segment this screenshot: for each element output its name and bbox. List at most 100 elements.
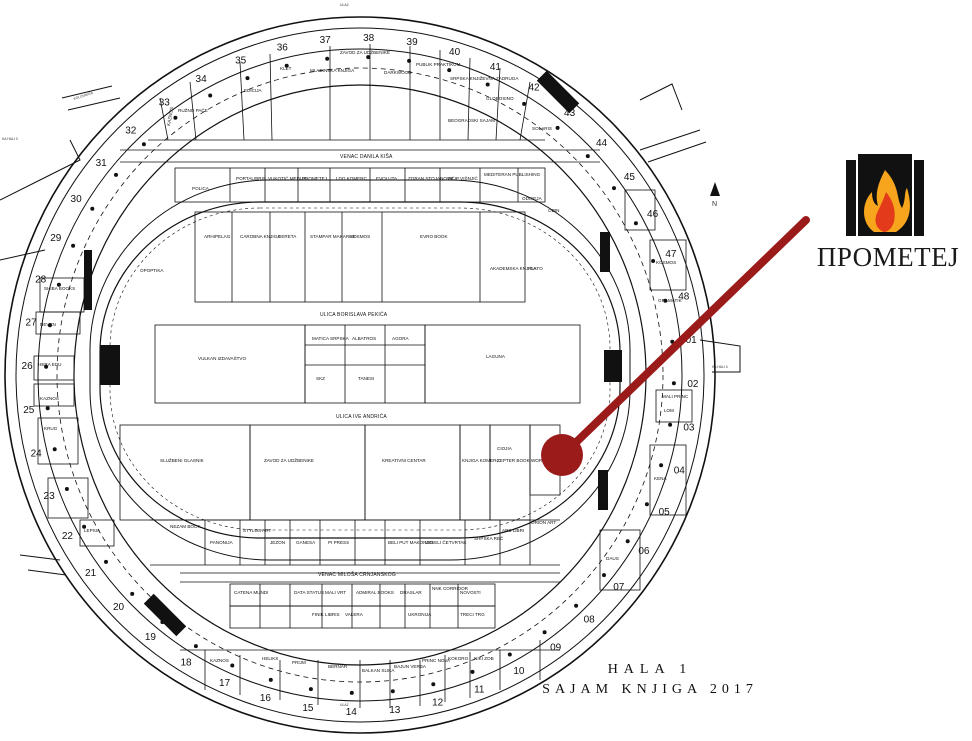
stall-label: BEOGRADSKI SAJAM: [448, 118, 495, 123]
stall-label: VESELI ČETVRTAK: [425, 539, 467, 545]
stall-label: SOLARIS: [532, 126, 552, 131]
gate-marker: [470, 669, 475, 674]
gate-marker: [663, 298, 668, 303]
stall-label: MEDITERAN PUBLISHING: [484, 172, 541, 177]
gate-marker: [602, 573, 606, 578]
gate-marker: [671, 381, 676, 386]
gate-number: 29: [50, 233, 62, 244]
stall-label: MALI VRT: [325, 590, 346, 595]
gate-number: 36: [277, 42, 289, 53]
entrance-label: ULAZ: [340, 3, 349, 7]
gate-marker: [284, 63, 289, 68]
gate-marker: [52, 447, 57, 452]
gate-number: 47: [665, 249, 677, 260]
stall-label: LAGUNA: [486, 354, 506, 359]
stall-label: SRPSKA REČ: [474, 535, 504, 541]
gate-marker: [447, 68, 452, 73]
gate-marker: [633, 221, 638, 226]
stall-label: ZAVOD ZA UDŽBENIKE: [264, 456, 314, 463]
stall-label: VALERA: [345, 612, 364, 617]
gate-marker: [390, 689, 395, 694]
gate-number: 22: [62, 531, 74, 542]
caption-fair: SAJAM KNJIGA 2017: [542, 682, 758, 697]
gate-number: 28: [35, 274, 47, 285]
gate-number: 05: [659, 507, 671, 518]
gate-marker: [308, 687, 313, 692]
stall-label: SKZ: [316, 376, 325, 381]
stall-label: KRUG: [44, 426, 58, 431]
gate-number: 31: [96, 158, 108, 169]
gate-marker: [651, 259, 656, 263]
stall-label: FINIK LIBRIS: [312, 612, 340, 617]
gate-marker: [366, 55, 371, 60]
stall-label: JEZON: [270, 540, 285, 545]
stall-label: DARKWOOD: [384, 70, 412, 75]
gate-marker: [585, 154, 590, 159]
compass: N: [710, 182, 720, 208]
stall-label: HELIKS: [262, 656, 278, 661]
stall-label: VULKAN IZDAVAŠTVO: [198, 355, 247, 361]
stall-label: KOSMOS: [656, 260, 676, 265]
stall-label: ZAVOD ZA UDŽBENIKE: [340, 48, 390, 55]
gate-number: 11: [474, 685, 485, 696]
gate-marker: [45, 406, 50, 411]
stall-label: ODISEJA: [522, 196, 543, 201]
gate-marker: [574, 603, 579, 608]
stall-label: ODIN: [548, 208, 559, 213]
brand-name: ПРОМЕТЕЈ: [816, 242, 960, 272]
entrance-label: ULAZ: [340, 703, 349, 707]
gate-number: 03: [683, 423, 695, 434]
gate-marker: [522, 101, 527, 106]
gate-number: 38: [363, 33, 375, 44]
gate-marker: [71, 243, 76, 248]
gate-marker: [507, 652, 512, 657]
gate-marker: [104, 559, 108, 564]
stall-label: VUKOTIĆ MEDIJA: [268, 175, 307, 181]
stall-label: LOM: [664, 408, 674, 413]
stall-label: KOKORO: [448, 656, 469, 661]
gate-number: 18: [180, 657, 192, 668]
stall-label: NOVOSTI: [460, 590, 481, 595]
stall-label: SLUŽBENI GLASNIK: [160, 456, 205, 463]
stall-label: RUŽNO PAČE: [178, 106, 208, 113]
gate-number: 16: [260, 693, 272, 704]
stall-label: NNK CORRIDOR: [432, 586, 469, 591]
gate-number: 27: [26, 317, 38, 328]
stall-label: STAMPAR MAKARIJE: [310, 234, 356, 239]
gate-number: 06: [638, 546, 650, 557]
stall-label: ARHIPELAG: [204, 234, 231, 239]
gate-number: 35: [235, 55, 247, 66]
stall-label: STYLOS ART: [243, 528, 271, 533]
stall-label: ARS LIBRI: [502, 528, 524, 533]
stall-label: PANONIJA: [210, 540, 234, 545]
stall-label: BERNAR: [328, 664, 348, 669]
street-ulica-mid: ULICA IVE ANDRIĆA: [336, 413, 387, 420]
location-pointer: [541, 216, 810, 476]
stall-label: ZORAN STOJANOVIĆ: [408, 175, 455, 181]
gate-marker: [644, 502, 649, 507]
stall-label: KENA: [654, 476, 667, 481]
gate-marker: [349, 690, 354, 695]
gate-number: 17: [219, 678, 231, 689]
stall-labels: KAZNOS RUŽNO PAČE EDICIJA KLET MLADINSKA…: [38, 48, 689, 673]
gate-number: 15: [302, 703, 314, 714]
stall-label: PRINC NOVA: [422, 658, 451, 663]
stall-label: KNJIGA KOMERC: [462, 458, 500, 463]
gate-number: 25: [23, 405, 35, 416]
gate-marker: [659, 463, 664, 468]
flame-icon: [846, 154, 924, 236]
outer-top-stalls: [148, 44, 545, 141]
map-caption: HALA 1 SAJAM KNJIGA 2017: [500, 662, 800, 698]
street-venac-top: VENAC DANILA KIŠA: [340, 153, 393, 160]
stall-label: TANESI: [358, 376, 374, 381]
stall-label: BELI PUT MAKONDO: [388, 540, 434, 545]
stall-label: KAZNOS: [210, 658, 229, 663]
gate-number: 09: [550, 643, 562, 654]
gate-marker: [193, 644, 198, 649]
gate-number: 46: [647, 209, 659, 220]
stall-label: CAROBNA KNJIGA: [240, 234, 281, 239]
entrance-kolovrata: KOLOVRATA: [73, 91, 94, 101]
street-ulica-top: ULICA BORISLAVA PEKIĆA: [320, 311, 388, 318]
venac-top-band: [120, 149, 600, 163]
stall-label: DERETA: [278, 234, 297, 239]
